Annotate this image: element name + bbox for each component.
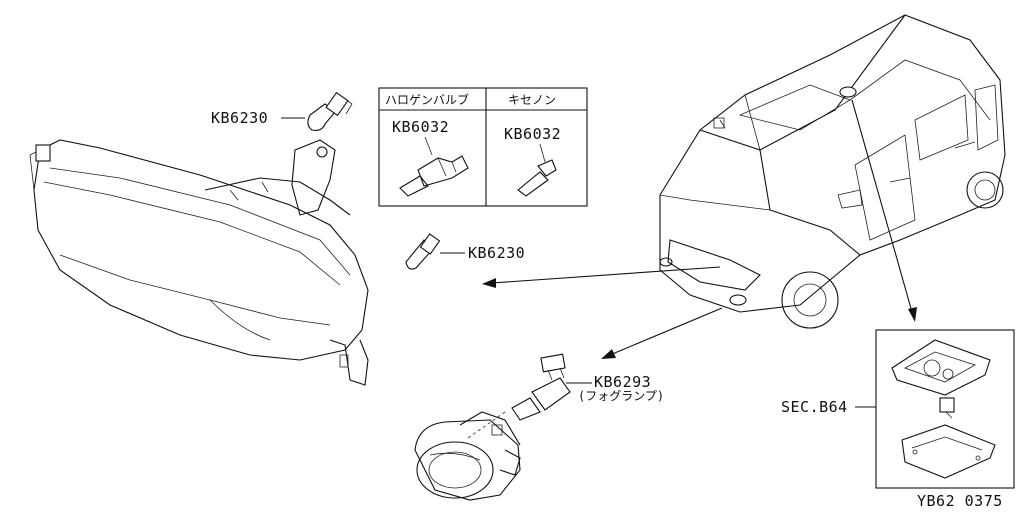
xenon-bulb-icon [517,159,557,197]
room-lamp-detail-box [875,329,1015,489]
bulb-table [378,87,588,207]
header-xenon: キセノン [508,93,556,107]
fog-bulb-icon [467,353,571,439]
label-kb6230-mid: KB6230 [468,244,525,262]
halogen-bulb-icon [399,155,469,197]
wedge-bulb-icon-top [307,91,353,131]
header-halogen-bulb: ハロゲンバルブ [385,92,469,107]
label-kb6293: KB6293 [594,373,651,391]
headlamp-assembly [29,139,369,386]
arrow-headlamp [482,266,721,288]
arrow-foglamp [601,307,723,359]
wedge-bulb-icon-mid [405,233,441,270]
diagram-code: YB62 0375 [917,492,1003,510]
label-kb6032-halogen: KB6032 [392,118,449,136]
label-fog-lamp: (フォグランプ) [578,389,664,403]
vehicle-illustration [659,14,1006,329]
label-sec-b64: SEC.B64 [781,398,848,416]
label-kb6230-top: KB6230 [211,109,268,127]
label-kb6032-xenon: KB6032 [504,125,561,143]
fog-lamp-assembly [414,411,521,501]
room-lamp-assembly [891,339,996,479]
arrow-room-lamp [851,99,917,322]
